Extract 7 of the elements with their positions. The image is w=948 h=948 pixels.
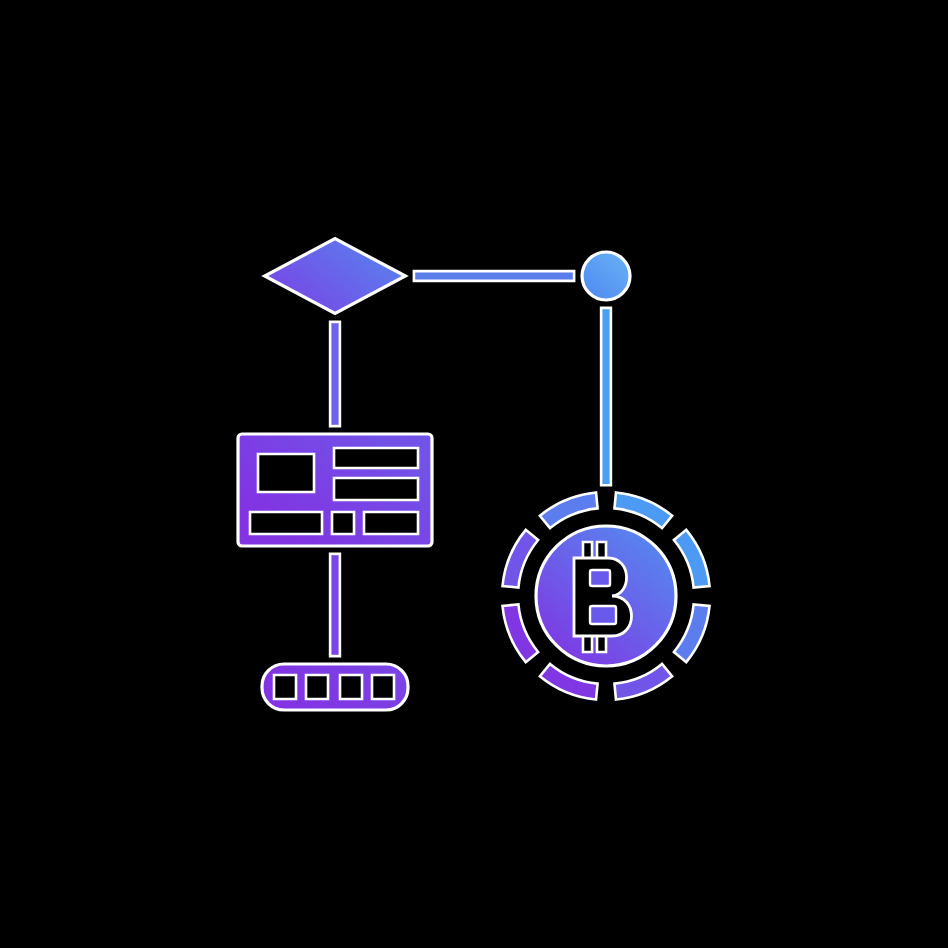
- connector-line: [328, 320, 342, 428]
- segmented-bar: [260, 662, 410, 712]
- form-card: [236, 432, 434, 548]
- connector-line: [599, 306, 613, 487]
- connector-line: [412, 269, 576, 283]
- circle: [580, 250, 632, 302]
- connector-line: [328, 552, 342, 658]
